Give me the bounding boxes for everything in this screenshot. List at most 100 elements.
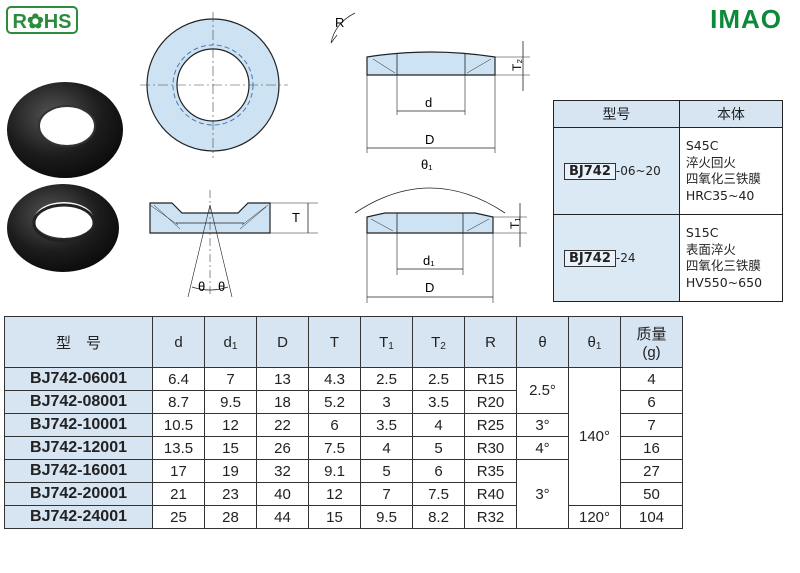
T-label: T [292,210,300,225]
cell-T: 7.5 [308,436,361,460]
cell-R: R40 [464,482,517,506]
material-line: 淬火回火 [685,154,736,170]
header-T1: T1 [360,316,413,368]
R-label: R [335,15,344,30]
cell-D: 44 [256,505,309,529]
D-label: D [425,132,434,147]
convex-section-drawing: θ₁ T₁ d₁ D [354,157,527,303]
spec-material-cell: S15C 表面淬火 四氧化三铁膜 HV550~650 [678,214,784,302]
cell-R: R25 [464,413,517,437]
cell-T: 5.2 [308,390,361,414]
header-theta: θ [516,316,569,368]
material-line: HRC35~40 [685,187,755,203]
cell-d: 17 [152,459,205,483]
cell-T: 6 [308,413,361,437]
table-row: BJ742-06001 6.4 7 13 4.3 2.5 2.5 R15 2.5… [4,367,683,506]
cell-D: 32 [256,459,309,483]
header-d: d [152,316,205,368]
spec-material-cell: S45C 淬火回火 四氧化三铁膜 HRC35~40 [678,127,784,215]
model-suffix: -24 [615,250,636,265]
T2-label: T₂ [510,59,524,71]
cell-D: 40 [256,482,309,506]
cell-T2: 8.2 [412,505,465,529]
cell-mass: 7 [620,413,683,437]
cell-T2: 5 [412,436,465,460]
cell-T2: 6 [412,459,465,483]
cell-d: 6.4 [152,367,205,391]
table-row: BJ742-24001 25 28 44 15 9.5 8.2 R32 120°… [4,505,683,529]
cell-D: 26 [256,436,309,460]
model-cell: BJ742-08001 [4,390,153,414]
theta-label: θ [198,279,205,294]
spec-model-cell: BJ742-06~20 [553,127,680,215]
cell-d: 21 [152,482,205,506]
model-cell: BJ742-20001 [4,482,153,506]
cell-R: R30 [464,436,517,460]
cell-d: 10.5 [152,413,205,437]
header-d1: d1 [204,316,257,368]
cell-T1: 2.5 [360,367,413,391]
cell-T1: 7 [360,482,413,506]
cell-d1: 7 [204,367,257,391]
material-line: HV550~650 [685,274,763,290]
cell-d1: 15 [204,436,257,460]
model-cell: BJ742-06001 [4,367,153,391]
cell-T1: 3 [360,390,413,414]
cell-d1: 19 [204,459,257,483]
cell-theta: 4° [516,436,569,460]
model-cell: BJ742-10001 [4,413,153,437]
cell-R: R15 [464,367,517,391]
header-model: 型 号 [4,316,153,368]
table-row: BJ742-20001 21 23 40 12 7 7.5 R40 50 [4,482,683,506]
front-view-drawing [140,12,288,158]
cell-R: R20 [464,390,517,414]
model-cell: BJ742-24001 [4,505,153,529]
cell-T1: 9.5 [360,505,413,529]
table-row: BJ742-16001 17 19 32 9.1 5 6 R35 3° 27 [4,459,683,529]
theta1-label: θ₁ [421,157,433,172]
cell-T2: 7.5 [412,482,465,506]
cell-T: 15 [308,505,361,529]
header-T: T [308,316,361,368]
cell-T1: 3.5 [360,413,413,437]
cell-theta1: 140° [568,367,621,506]
spec-model-cell: BJ742-24 [553,214,680,302]
header-T2: T2 [412,316,465,368]
material-line: S45C [685,138,719,153]
cell-T2: 2.5 [412,367,465,391]
header-R: R [464,316,517,368]
cell-T: 9.1 [308,459,361,483]
side-section-drawing: θ θ T [149,190,318,298]
cell-D: 22 [256,413,309,437]
T1-label: T₁ [508,218,522,229]
table-row: BJ742-10001 10.5 12 22 6 3.5 4 R25 3° 7 [4,413,683,437]
spec-header-model: 型号 [553,100,680,128]
cell-R: R32 [464,505,517,529]
cell-d1: 23 [204,482,257,506]
header-mass: 质量(g) [620,316,683,368]
model-badge: BJ742 [564,162,616,180]
cell-theta: 3° [516,413,569,437]
cell-T: 12 [308,482,361,506]
cell-T1: 5 [360,459,413,483]
cell-T2: 3.5 [412,390,465,414]
cell-mass: 104 [620,505,683,529]
cell-d1: 28 [204,505,257,529]
concave-section-drawing: R T₂ d D [330,12,530,153]
cell-d: 25 [152,505,205,529]
spec-header-body: 本体 [678,100,784,128]
cell-d: 13.5 [152,436,205,460]
imao-logo: IMAO [710,4,782,34]
table-row: BJ742-08001 8.7 9.5 18 5.2 3 3.5 R20 6 [4,390,683,414]
header-theta1: θ1 [568,316,621,368]
washer-photo-bottom [7,184,119,272]
model-cell: BJ742-16001 [4,459,153,483]
d-label: d [425,95,432,110]
material-line: 表面淬火 [685,241,736,257]
d1-label: d₁ [423,253,435,268]
cell-mass: 16 [620,436,683,460]
cell-R: R35 [464,459,517,483]
cell-theta1: 120° [568,505,621,529]
material-spec-table: 型号 本体 BJ742-06~20 S45C 淬火回火 四氧化三铁膜 HRC35… [553,100,784,302]
theta-label: θ [218,279,225,294]
